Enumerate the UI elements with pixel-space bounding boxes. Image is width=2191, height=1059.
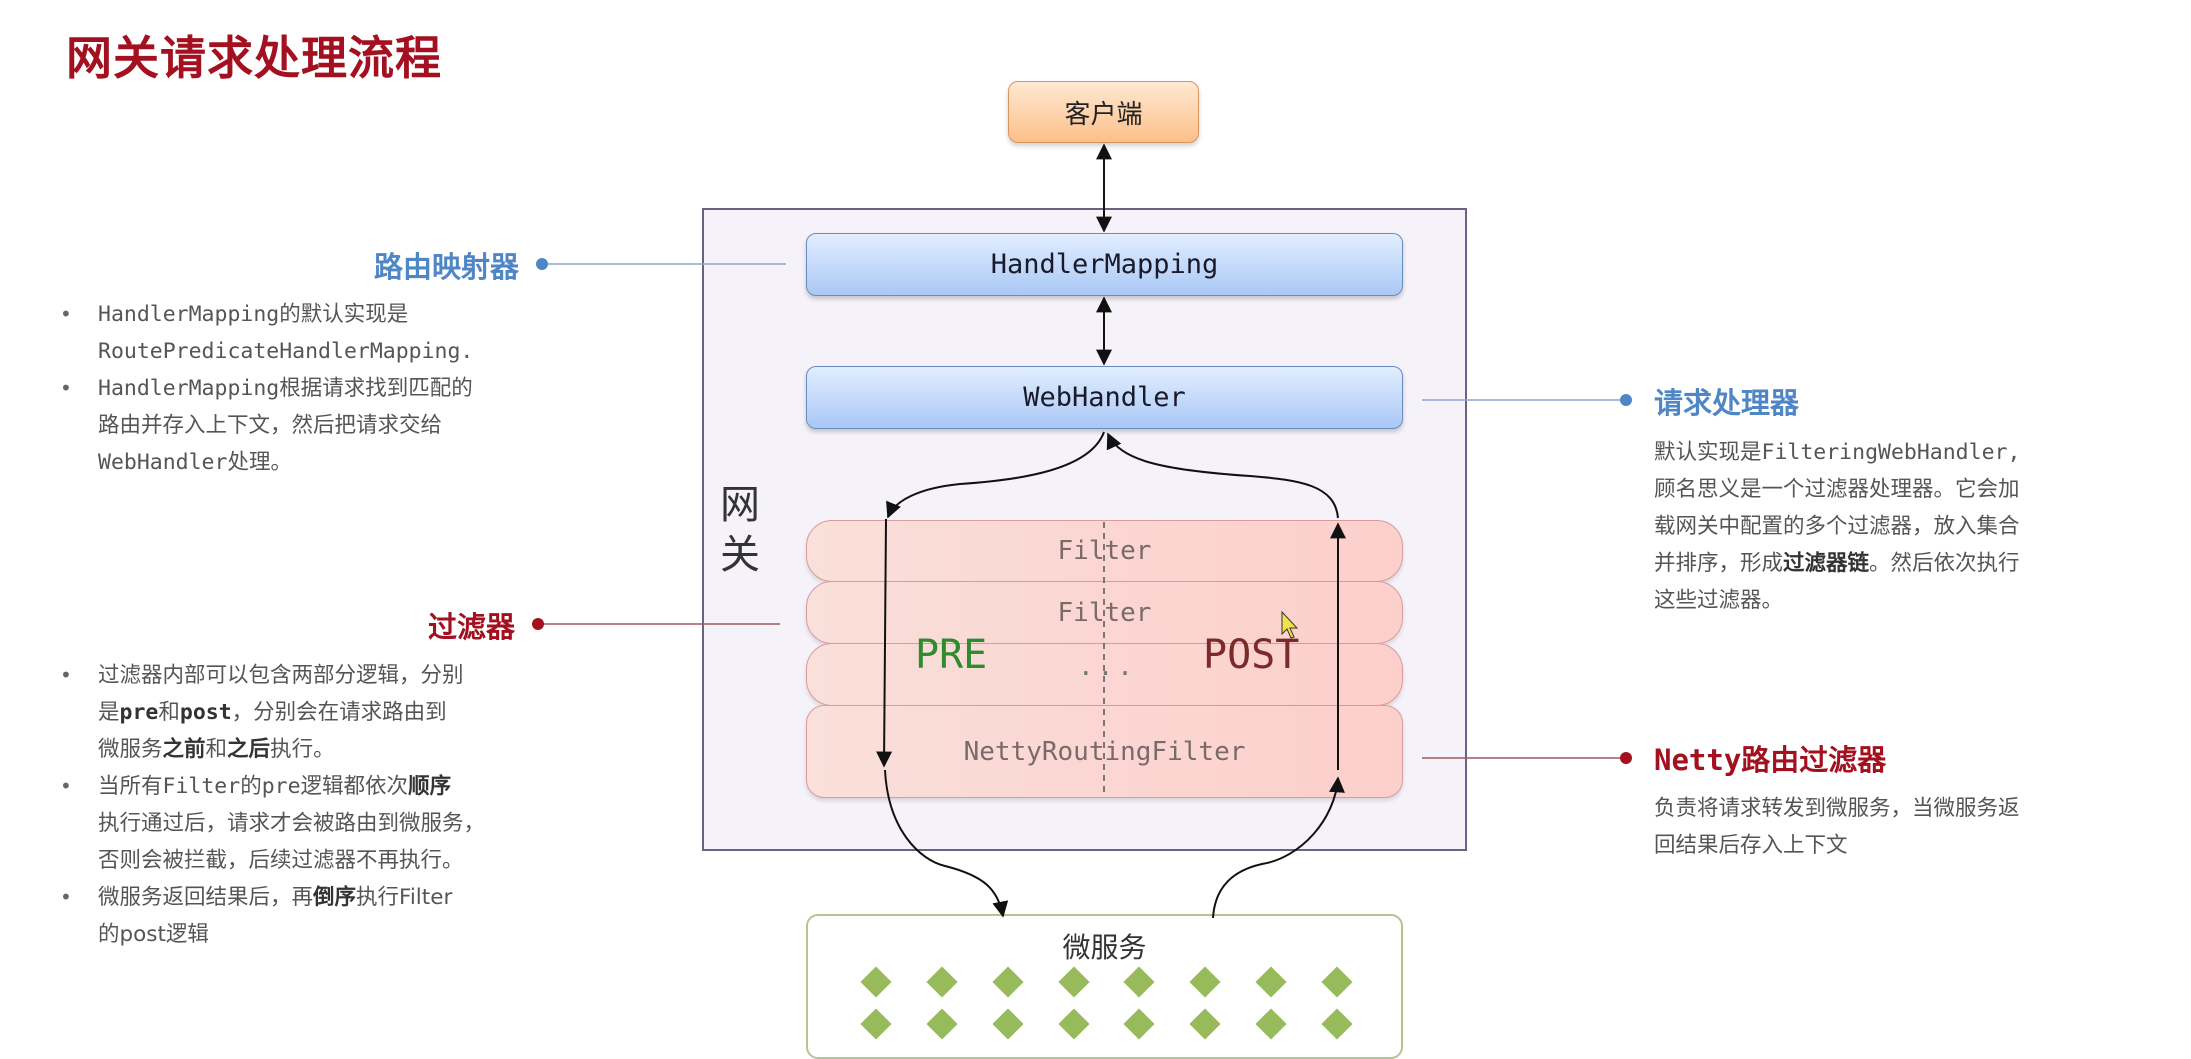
request-handler-description: 默认实现是FilteringWebHandler, 顾名思义是一个过滤器处理器。它… bbox=[1654, 434, 2174, 619]
text-segment: 过滤器链 bbox=[1783, 551, 1870, 576]
bullet-item: 过滤器内部可以包含两部分逻辑，分别是pre和post，分别会在请求路由到微服务之… bbox=[60, 657, 600, 768]
microservice-instance-icon bbox=[1321, 1008, 1353, 1040]
text-segment: 处理。 bbox=[227, 450, 292, 475]
microservice-instance-icon bbox=[992, 966, 1024, 998]
text-segment: 微服务 bbox=[98, 737, 163, 762]
netty-routing-filter-node: NettyRoutingFilter bbox=[806, 705, 1403, 798]
netty-routing-filter-label: NettyRoutingFilter bbox=[963, 736, 1246, 767]
text-segment: 执行通过后，请求才会被路由到微服务， bbox=[98, 811, 486, 836]
text-line: 负责将请求转发到微服务，当微服务返 bbox=[1654, 790, 2174, 827]
text-segment: 之后 bbox=[227, 737, 271, 762]
text-segment: 和 bbox=[205, 737, 228, 762]
text-segment: 执行。 bbox=[270, 737, 335, 762]
text-segment: 路由并存入上下文，然后把请求交给 bbox=[98, 413, 443, 438]
web-handler-label: WebHandler bbox=[1023, 382, 1186, 413]
text-segment: 顾名思义是一个过滤器处理器。它会加 bbox=[1654, 477, 2020, 502]
netty-filter-title: Netty路由过滤器 bbox=[1654, 743, 1887, 777]
gateway-label: 网 关 bbox=[718, 480, 762, 580]
text-segment: 之前 bbox=[162, 737, 206, 762]
route-mapper-bullets: HandlerMapping的默认实现是RoutePredicateHandle… bbox=[60, 296, 580, 481]
text-segment: Filter bbox=[162, 774, 241, 799]
microservice-instance-icon bbox=[926, 1008, 958, 1040]
text-segment: 执行Filter bbox=[356, 885, 453, 910]
more-filters-ellipsis: ... bbox=[1078, 652, 1137, 682]
text-line: 这些过滤器。 bbox=[1654, 582, 2174, 619]
text-segment: 。然后依次执行 bbox=[1869, 551, 2020, 576]
filter-node: Filter bbox=[806, 581, 1403, 644]
text-line: 载网关中配置的多个过滤器，放入集合 bbox=[1654, 508, 2174, 545]
text-segment: 的post逻辑 bbox=[98, 922, 209, 947]
text-segment: 默认实现是 bbox=[1654, 440, 1762, 465]
text-segment: 载网关中配置的多个过滤器，放入集合 bbox=[1654, 514, 2020, 539]
gateway-label-char: 网 bbox=[720, 482, 760, 528]
text-segment: HandlerMapping bbox=[98, 376, 280, 401]
handler-mapping-label: HandlerMapping bbox=[990, 249, 1219, 280]
text-line: 默认实现是FilteringWebHandler, bbox=[1654, 434, 2174, 471]
page-title: 网关请求处理流程 bbox=[66, 31, 442, 85]
gateway-label-char: 关 bbox=[720, 532, 760, 578]
microservice-instance-icon bbox=[1321, 966, 1353, 998]
microservice-instance-icon bbox=[1123, 1008, 1155, 1040]
bullet-item: HandlerMapping的默认实现是 RoutePredicateHandle… bbox=[60, 296, 580, 370]
microservice-instance-icon bbox=[1255, 1008, 1287, 1040]
text-segment: FilteringWebHandler, bbox=[1761, 440, 2021, 465]
post-label: POST bbox=[1203, 632, 1300, 678]
filter-label: Filter bbox=[1057, 536, 1152, 566]
microservice-instance-icon bbox=[1058, 1008, 1090, 1040]
microservice-instance-icon bbox=[1123, 966, 1155, 998]
filter-bullets: 过滤器内部可以包含两部分逻辑，分别是pre和post，分别会在请求路由到微服务之… bbox=[60, 657, 600, 953]
text-segment: 倒序 bbox=[313, 885, 357, 910]
text-line: 并排序，形成过滤器链。然后依次执行 bbox=[1654, 545, 2174, 582]
text-segment: 顺序 bbox=[408, 774, 452, 799]
text-segment: 和 bbox=[158, 700, 180, 725]
microservice-instance-icon bbox=[992, 1008, 1024, 1040]
text-segment: 过滤器内部可以包含两部分逻辑，分别 bbox=[98, 663, 464, 688]
client-node: 客户端 bbox=[1008, 81, 1199, 143]
pre-label: PRE bbox=[915, 632, 988, 678]
microservice-instance-icon bbox=[1255, 966, 1287, 998]
filter-label: Filter bbox=[1057, 597, 1152, 628]
text-segment: 并排序，形成 bbox=[1654, 551, 1784, 576]
text-segment: ，分别会在请求路由到 bbox=[231, 700, 447, 725]
web-handler-node: WebHandler bbox=[806, 366, 1403, 429]
microservice-node: 微服务 bbox=[806, 914, 1403, 1059]
text-segment: RoutePredicateHandlerMapping. bbox=[98, 339, 474, 364]
microservice-instance-icon bbox=[926, 966, 958, 998]
text-segment: 微服务返回结果后，再 bbox=[98, 885, 314, 910]
microservice-instances bbox=[843, 966, 1370, 1040]
filter-node: Filter bbox=[806, 520, 1403, 582]
text-segment: HandlerMapping bbox=[98, 302, 280, 327]
filter-title: 过滤器 bbox=[427, 610, 515, 644]
bullet-item: 微服务返回结果后，再倒序执行Filter 的post逻辑 bbox=[60, 879, 600, 953]
text-segment: 否则会被拦截，后续过滤器不再执行。 bbox=[98, 848, 464, 873]
request-handler-title: 请求处理器 bbox=[1654, 386, 1800, 420]
text-segment: 这些过滤器。 bbox=[1654, 588, 1784, 613]
text-segment: WebHandler bbox=[98, 450, 228, 475]
microservice-instance-icon bbox=[860, 966, 892, 998]
text-segment: 逻辑都依次 bbox=[300, 774, 409, 799]
microservice-label: 微服务 bbox=[1062, 931, 1147, 964]
microservice-instance-icon bbox=[860, 1008, 892, 1040]
microservice-instance-icon bbox=[1189, 966, 1221, 998]
handler-mapping-node: HandlerMapping bbox=[806, 233, 1403, 296]
microservice-instance-icon bbox=[1189, 1008, 1221, 1040]
text-segment: 的默认实现是 bbox=[279, 302, 409, 327]
netty-filter-description: 负责将请求转发到微服务，当微服务返回结果后存入上下文 bbox=[1654, 790, 2174, 864]
microservice-instance-icon bbox=[1058, 966, 1090, 998]
text-segment: pre bbox=[119, 700, 159, 725]
text-line: 顾名思义是一个过滤器处理器。它会加 bbox=[1654, 471, 2174, 508]
text-segment: 根据请求找到匹配的 bbox=[279, 376, 473, 401]
text-segment: 当所有 bbox=[98, 774, 163, 799]
text-segment: pre bbox=[261, 774, 301, 799]
text-segment: 是 bbox=[98, 700, 120, 725]
text-segment: 的 bbox=[240, 774, 262, 799]
text-line: 回结果后存入上下文 bbox=[1654, 827, 2174, 864]
client-label: 客户端 bbox=[1064, 99, 1143, 130]
text-segment: 回结果后存入上下文 bbox=[1654, 833, 1848, 858]
route-mapper-title: 路由映射器 bbox=[373, 250, 519, 284]
text-segment: post bbox=[179, 700, 232, 725]
text-segment: 负责将请求转发到微服务，当微服务返 bbox=[1654, 796, 2020, 821]
